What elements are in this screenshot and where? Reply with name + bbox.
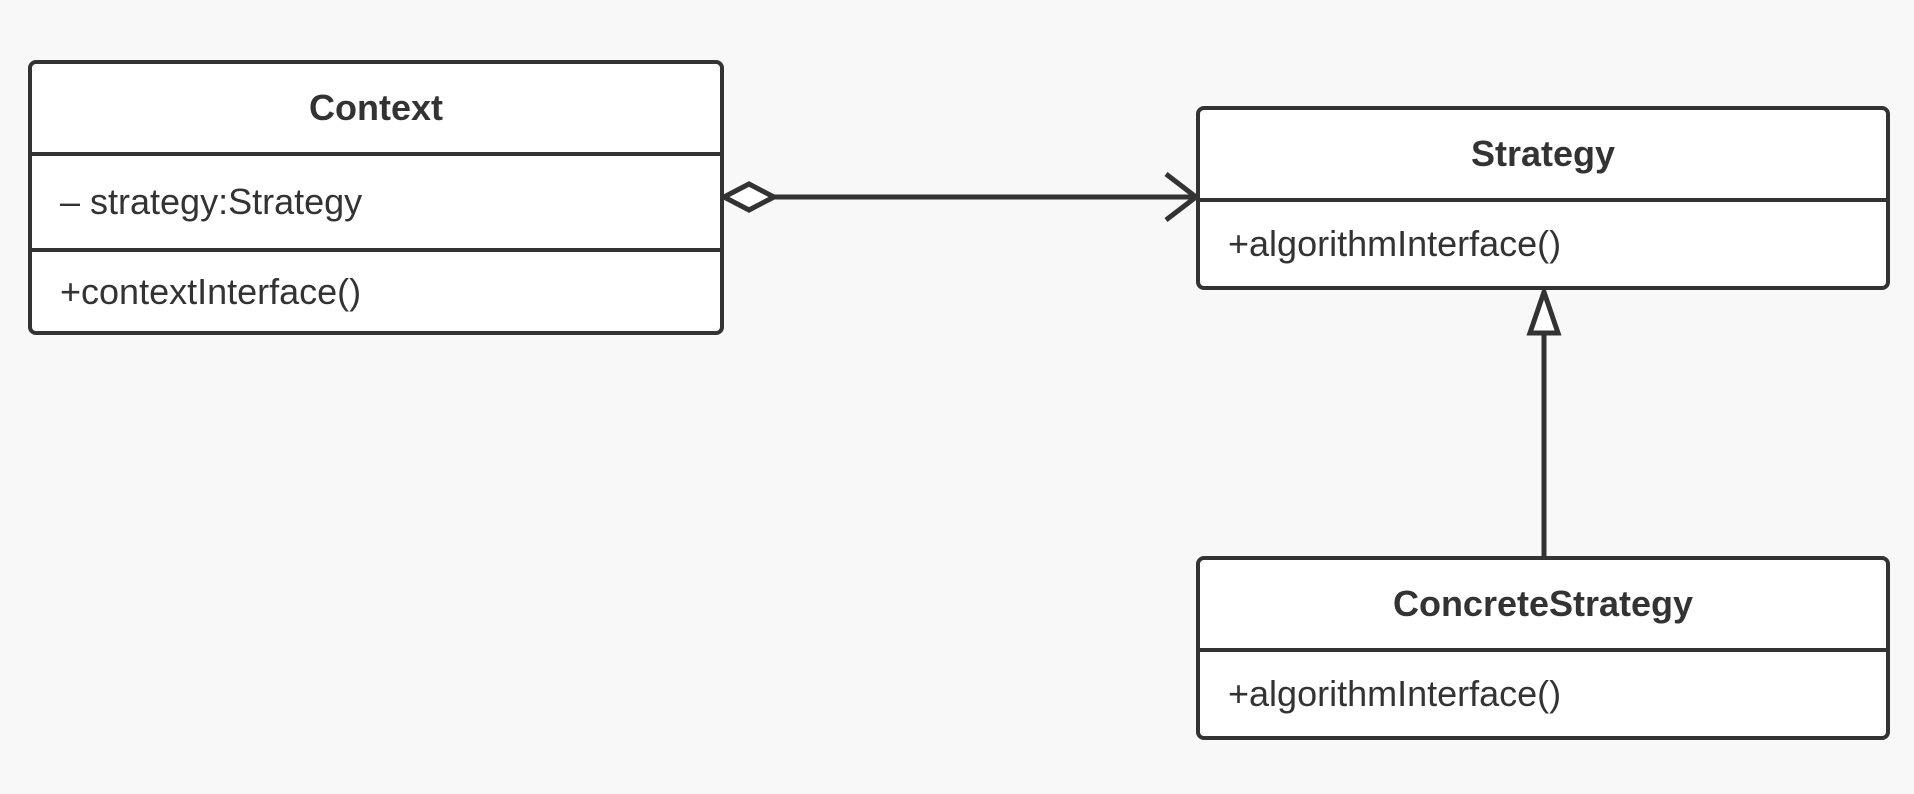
generalization-connector[interactable] bbox=[1526, 284, 1562, 556]
operation: +algorithmInterface() bbox=[1228, 223, 1562, 264]
operation: +contextInterface() bbox=[60, 270, 362, 312]
operation: +algorithmInterface() bbox=[1228, 673, 1562, 714]
concrete-strategy-class-box[interactable]: ConcreteStrategy +algorithmInterface() bbox=[1196, 556, 1890, 740]
aggregation-diamond bbox=[718, 181, 780, 213]
generalization-triangle bbox=[1526, 284, 1562, 336]
attribute: – strategy:Strategy bbox=[32, 156, 720, 252]
context-class-box[interactable]: Context – strategy:Strategy +contextInte… bbox=[28, 60, 724, 335]
aggregation-connector[interactable] bbox=[718, 172, 1201, 222]
association-arrowhead bbox=[1164, 172, 1201, 222]
class-name: Strategy bbox=[1200, 110, 1886, 202]
class-name: ConcreteStrategy bbox=[1200, 560, 1886, 652]
class-name: Context bbox=[32, 64, 720, 156]
strategy-class-box[interactable]: Strategy +algorithmInterface() bbox=[1196, 106, 1890, 290]
